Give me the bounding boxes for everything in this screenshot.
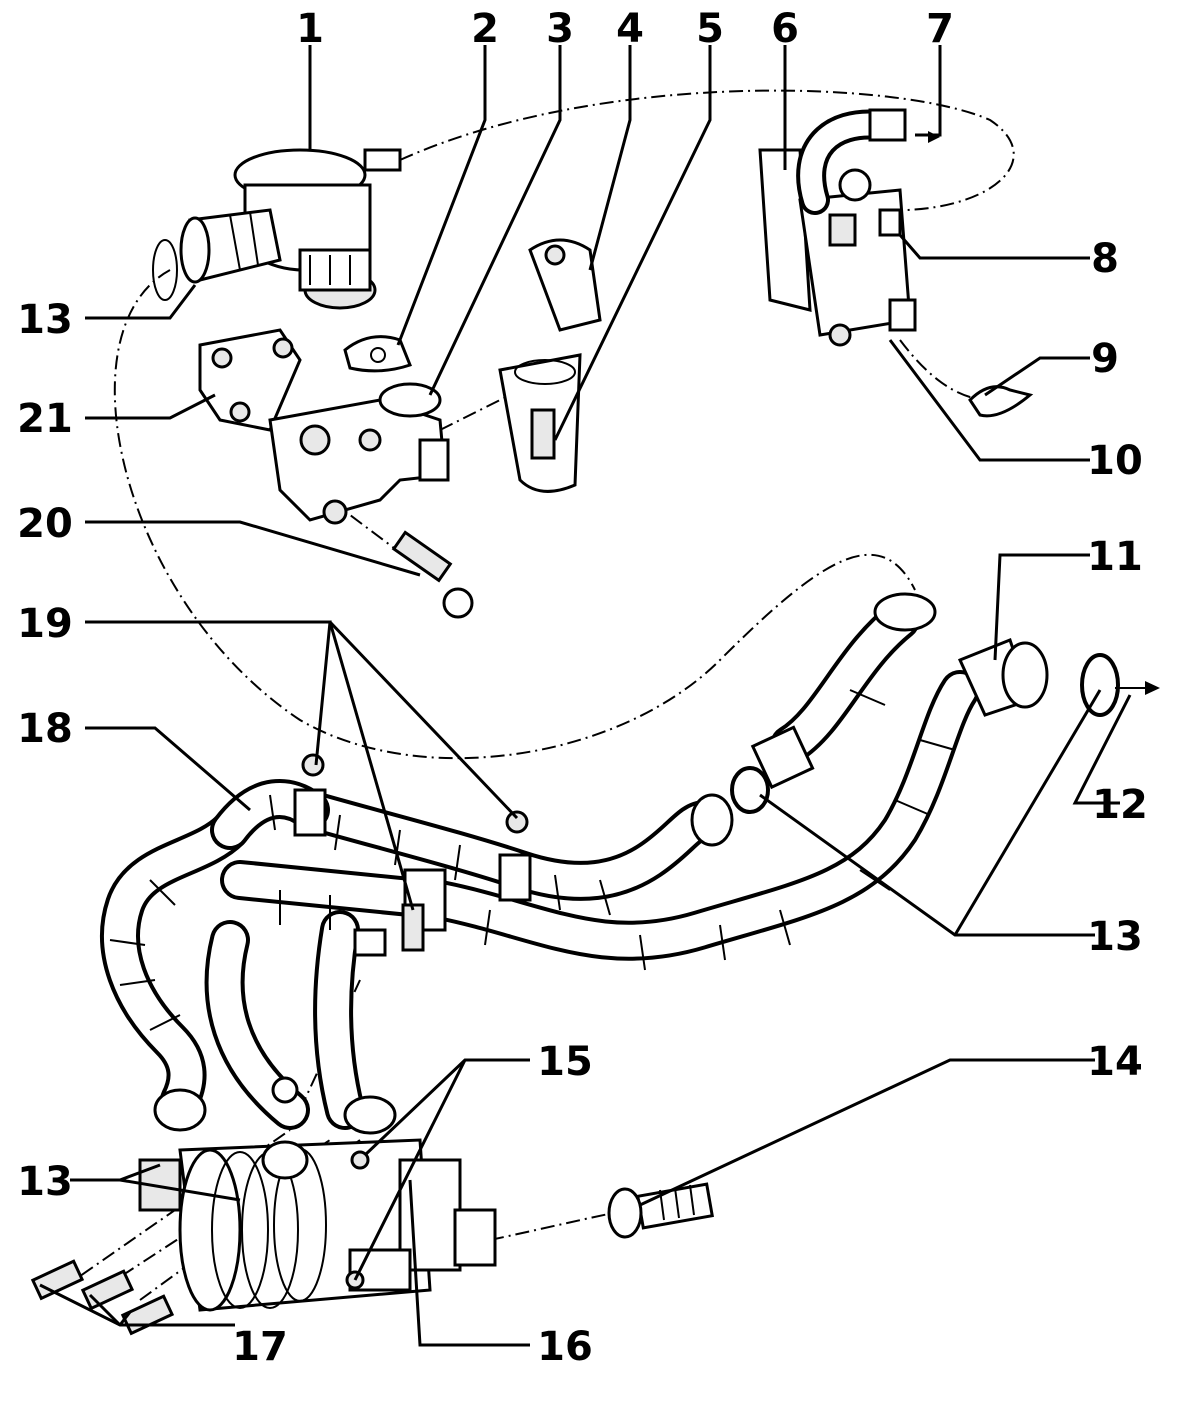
callout-14: 14 (1087, 1039, 1143, 1085)
callout-3: 3 (546, 6, 574, 52)
connector-14 (607, 1182, 714, 1239)
nuts-15 (345, 1150, 370, 1290)
combination-valve (152, 148, 402, 310)
callout-19: 19 (17, 601, 73, 647)
callout-12: 12 (1092, 782, 1148, 828)
hose-fittings (690, 592, 1120, 847)
callout-16: 16 (537, 1324, 593, 1370)
callout-15: 15 (537, 1039, 593, 1085)
callout-20: 20 (17, 501, 73, 547)
callout-4: 4 (616, 6, 644, 52)
nuts-19 (301, 753, 529, 952)
mounting-bracket (528, 238, 602, 332)
callout-8: 8 (1091, 236, 1119, 282)
callout-17: 17 (232, 1324, 288, 1370)
callout-2: 2 (471, 6, 499, 52)
hose-assembly (100, 600, 980, 1130)
arrow-right-icon (1145, 681, 1160, 695)
callout-13-right: 13 (1087, 914, 1143, 960)
valve-bracket (198, 328, 302, 432)
callout-18: 18 (17, 706, 73, 752)
callout-labels: 1 2 3 4 5 6 7 8 9 10 11 12 13 13 13 14 1… (17, 6, 1148, 1370)
direction-arrows (928, 131, 1160, 695)
callout-9: 9 (1091, 336, 1119, 382)
callout-13-bottom: 13 (17, 1159, 73, 1205)
callout-13-top: 13 (17, 297, 73, 343)
bolt-20 (391, 530, 474, 619)
bolts-17 (30, 1259, 175, 1336)
callout-5: 5 (696, 6, 724, 52)
secondary-air-pump (138, 1076, 497, 1312)
gasket (343, 335, 412, 373)
callout-21: 21 (17, 396, 73, 442)
hose-clip (968, 385, 1034, 418)
retaining-strap (498, 353, 582, 493)
callout-10: 10 (1087, 438, 1143, 484)
solenoid-valve (758, 108, 917, 347)
callout-11: 11 (1087, 534, 1143, 580)
connecting-pipe-housing (268, 382, 450, 525)
arrow-right-icon (928, 131, 940, 143)
callout-6: 6 (771, 6, 799, 52)
callout-1: 1 (296, 6, 324, 52)
callout-7: 7 (926, 6, 954, 52)
leader-lines (39, 45, 1132, 1347)
